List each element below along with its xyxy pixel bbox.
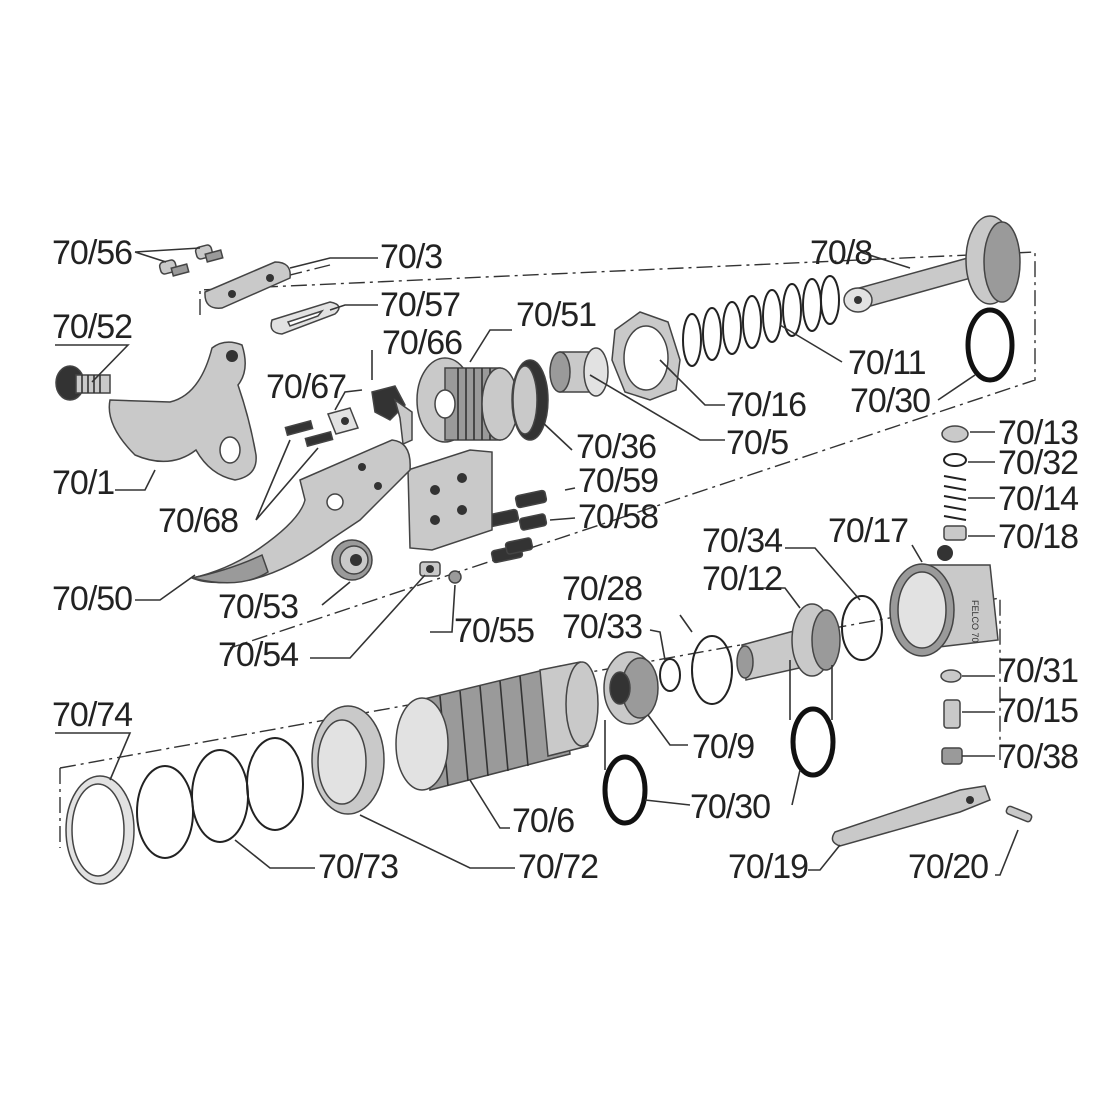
label-70-32: 70/32 [998,444,1078,482]
part-70-50-cutting-blade [189,439,411,584]
part-70-9-plug [603,651,659,725]
part-70-66-pawl [371,385,413,446]
label-70-53: 70/53 [218,588,298,626]
label-70-15: 70/15 [998,692,1078,730]
label-70-68: 70/68 [158,502,238,540]
label-70-31: 70/31 [998,652,1078,690]
label-70-74: 70/74 [52,696,132,734]
leader-lines [55,247,1019,876]
label-70-18: 70/18 [998,518,1078,556]
label-70-12: 70/12 [702,560,782,598]
part-70-67-plate [326,407,360,435]
part-70-72-cap [311,705,385,815]
part-70-5-bushing [549,347,609,397]
label-70-33: 70/33 [562,608,642,646]
label-70-6: 70/6 [512,802,574,840]
label-70-16: 70/16 [726,386,806,424]
label-70-11: 70/11 [848,344,926,382]
part-valve-stack [941,425,969,541]
part-70-74-washer [65,775,135,885]
part-70-68-screws [284,419,334,448]
label-70-30-top: 70/30 [850,382,930,420]
label-70-55: 70/55 [454,612,534,650]
part-70-36-nut [511,359,549,441]
label-70-5: 70/5 [726,424,788,462]
label-70-9: 70/9 [692,728,754,766]
label-70-30-bottom: 70/30 [690,788,770,826]
part-70-56-screws [158,244,224,277]
label-70-8: 70/8 [810,234,872,272]
part-70-51-head [416,357,519,443]
label-70-1: 70/1 [52,464,114,502]
part-70-11-spring [682,275,840,367]
label-70-56: 70/56 [52,234,132,272]
part-70-54-70-55 [419,561,462,584]
part-70-19-lever [831,785,991,847]
label-70-38: 70/38 [998,738,1078,776]
part-70-3-link [204,261,291,309]
part-70-16-hex-nut [611,311,681,401]
part-bracket [407,449,493,551]
part-70-73-spring [136,737,304,859]
part-70-57-clip [270,301,340,335]
label-70-20: 70/20 [908,848,988,886]
housing-engraving: FELCO 70 [970,600,980,643]
part-labels: 70/56 70/3 70/57 70/52 70/51 70/66 70/67… [52,234,1079,886]
label-70-50: 70/50 [52,580,132,618]
label-70-67: 70/67 [266,368,346,406]
label-70-66: 70/66 [382,324,462,362]
label-70-36: 70/36 [576,428,656,466]
label-70-13: 70/13 [998,414,1078,452]
label-70-51: 70/51 [516,296,596,334]
label-70-54: 70/54 [218,636,298,674]
label-70-59: 70/59 [578,462,658,500]
label-70-17: 70/17 [828,512,908,550]
part-70-12-piston [736,603,841,681]
label-70-58: 70/58 [578,498,658,536]
part-70-8-piston-rod [843,215,1021,313]
label-70-3: 70/3 [380,238,442,276]
label-70-34: 70/34 [702,522,782,560]
part-70-17-housing: FELCO 70 [889,545,999,657]
part-70-34-ring [841,595,883,661]
part-70-28-circlip [691,635,733,705]
part-70-53-gear [331,539,373,581]
part-70-6-cylinder [395,661,599,791]
part-70-59-70-58-screws [486,489,548,564]
part-70-30-o-rings [602,307,1015,826]
part-70-52-bolt [55,365,111,401]
label-70-14: 70/14 [998,480,1078,518]
part-70-1-anvil-blade [108,341,257,481]
label-70-52: 70/52 [52,308,132,346]
label-70-19: 70/19 [728,848,808,886]
part-70-20-pin [1005,805,1033,823]
label-70-72: 70/72 [518,848,598,886]
label-70-57: 70/57 [380,286,460,324]
part-70-33-ring [659,658,681,692]
label-70-28: 70/28 [562,570,642,608]
part-70-31-70-15-70-38 [940,669,963,765]
label-70-73: 70/73 [318,848,398,886]
